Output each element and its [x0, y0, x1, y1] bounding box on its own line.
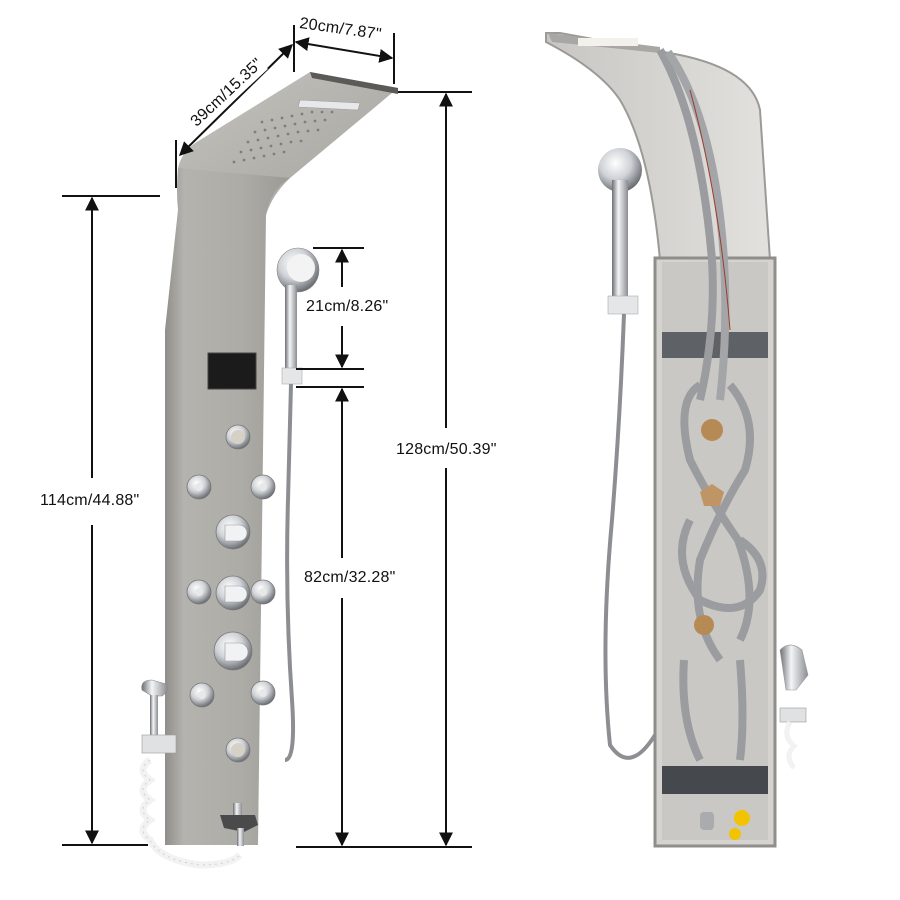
- brass-valve: [701, 419, 723, 441]
- dimension-holder-height: 82cm/32.28": [304, 568, 396, 588]
- digital-display: [207, 352, 257, 390]
- mounting-bar: [662, 332, 768, 358]
- hand-shower-side: [598, 148, 657, 760]
- bidet-sprayer-side: [779, 644, 809, 770]
- internal-view: [545, 32, 809, 848]
- bidet-sprayer: [139, 679, 243, 869]
- yellow-cap: [734, 810, 750, 826]
- dimension-panel-height: 114cm/44.88": [40, 491, 140, 511]
- dimension-handshower-height: 21cm/8.26": [306, 297, 389, 317]
- controls: [186, 424, 276, 763]
- brass-valve: [694, 615, 714, 635]
- dimension-total-height: 128cm/50.39": [396, 440, 497, 460]
- waterfall-outlet: [297, 99, 361, 111]
- tub-spout: [220, 803, 258, 846]
- front-view: [139, 72, 398, 869]
- panel-body: [165, 168, 290, 845]
- brass-manifold: [700, 484, 724, 506]
- hand-shower: [276, 247, 320, 762]
- dimension-lines: [62, 25, 472, 848]
- outlet-block: [578, 38, 638, 46]
- mounting-bar: [662, 766, 768, 794]
